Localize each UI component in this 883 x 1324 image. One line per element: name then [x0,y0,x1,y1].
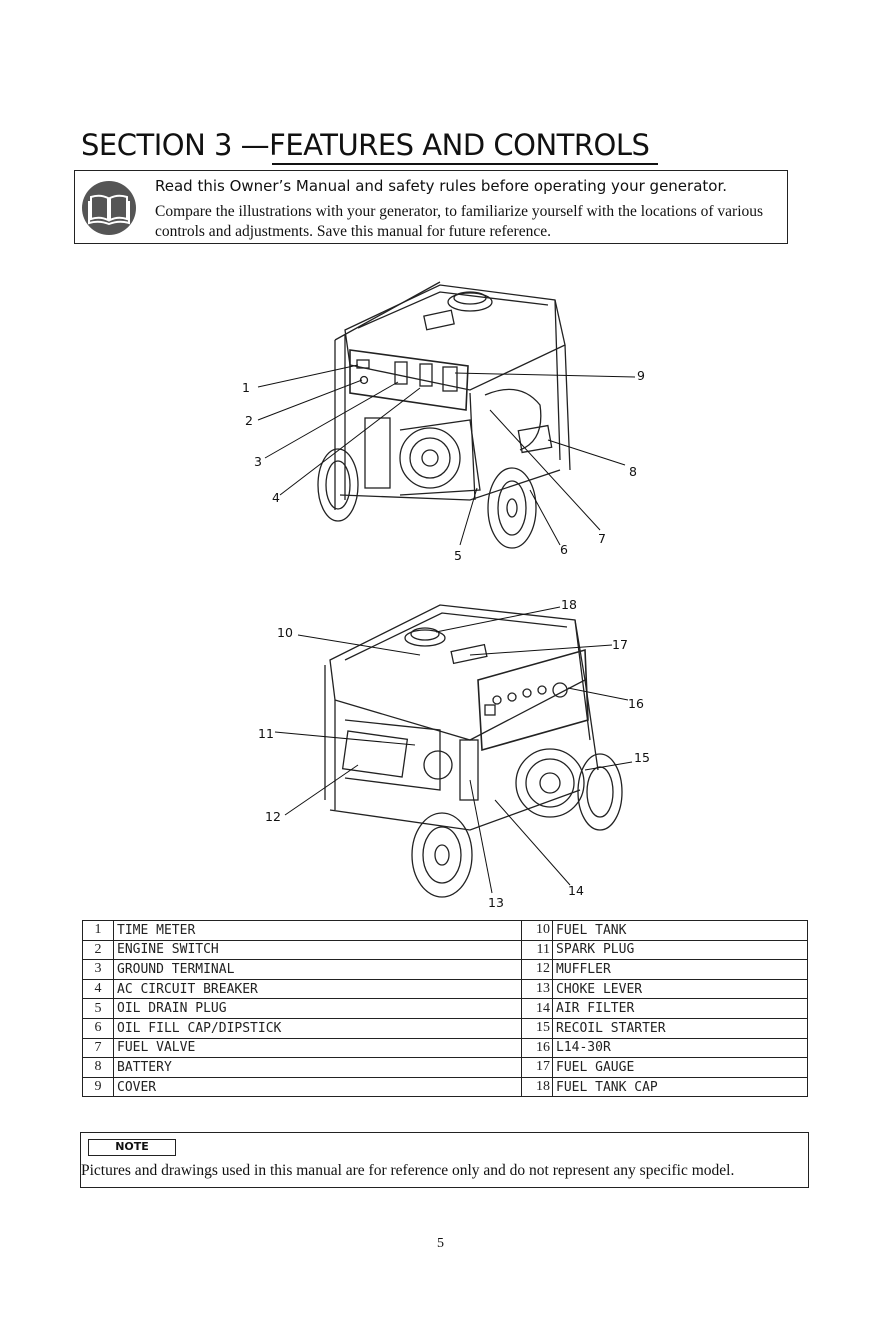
part-number: 7 [82,1037,114,1059]
part-name: L14-30R [552,1037,808,1059]
part-name: TIME METER [113,920,522,941]
callout-2: 2 [245,413,253,428]
part-name: CHOKE LEVER [552,978,808,1000]
callout-17: 17 [612,637,628,652]
note-label: NOTE [88,1139,176,1156]
part-name: FUEL TANK CAP [552,1076,808,1098]
part-name: FUEL TANK [552,920,808,941]
callout-7: 7 [598,531,606,546]
part-name: FUEL VALVE [113,1037,522,1059]
intro-heading: Read this Owner’s Manual and safety rule… [155,177,728,195]
callout-9: 9 [637,368,645,383]
part-number: 17 [521,1057,553,1078]
part-number: 6 [82,1017,114,1039]
note-box: NOTE Pictures and drawings used in this … [80,1132,809,1188]
part-number: 4 [82,978,114,1000]
intro-body: Compare the illustrations with your gene… [155,203,764,240]
callout-5: 5 [454,548,462,563]
callout-15: 15 [634,750,650,765]
part-name: GROUND TERMINAL [113,959,522,980]
intro-box: Read this Owner’s Manual and safety rule… [74,170,788,244]
title-underline [272,163,658,165]
note-text: Pictures and drawings used in this manua… [81,1162,735,1179]
part-number: 15 [521,1017,553,1039]
callout-4: 4 [272,490,280,505]
part-number: 10 [521,920,553,941]
page-number: 5 [437,1236,444,1251]
callout-11: 11 [258,726,274,741]
callout-6: 6 [560,542,568,557]
callout-16: 16 [628,696,644,711]
callout-3: 3 [254,454,262,469]
part-number: 1 [82,920,114,941]
part-name: MUFFLER [552,959,808,980]
part-number: 2 [82,939,114,961]
part-name: COVER [113,1076,522,1098]
part-name: RECOIL STARTER [552,1017,808,1039]
part-number: 16 [521,1037,553,1059]
callout-8: 8 [629,464,637,479]
part-name: AC CIRCUIT BREAKER [113,978,522,1000]
part-name: AIR FILTER [552,998,808,1019]
callout-18: 18 [561,597,577,612]
part-name: ENGINE SWITCH [113,939,522,961]
callout-13: 13 [488,895,504,910]
callout-1: 1 [242,380,250,395]
part-name: FUEL GAUGE [552,1057,808,1078]
part-name: OIL FILL CAP/DIPSTICK [113,1017,522,1039]
part-name: SPARK PLUG [552,939,808,961]
part-number: 14 [521,998,553,1019]
callout-12: 12 [265,809,281,824]
part-number: 12 [521,959,553,980]
part-name: BATTERY [113,1057,522,1078]
part-number: 13 [521,978,553,1000]
part-number: 3 [82,959,114,980]
callout-10: 10 [277,625,293,640]
part-number: 11 [521,939,553,961]
open-book-icon [82,181,136,235]
part-number: 9 [82,1076,114,1098]
part-number: 8 [82,1057,114,1078]
callout-14: 14 [568,883,584,898]
section-title: SECTION 3 —FEATURES AND CONTROLS [81,128,650,162]
part-number: 5 [82,998,114,1019]
part-name: OIL DRAIN PLUG [113,998,522,1019]
part-number: 18 [521,1076,553,1098]
